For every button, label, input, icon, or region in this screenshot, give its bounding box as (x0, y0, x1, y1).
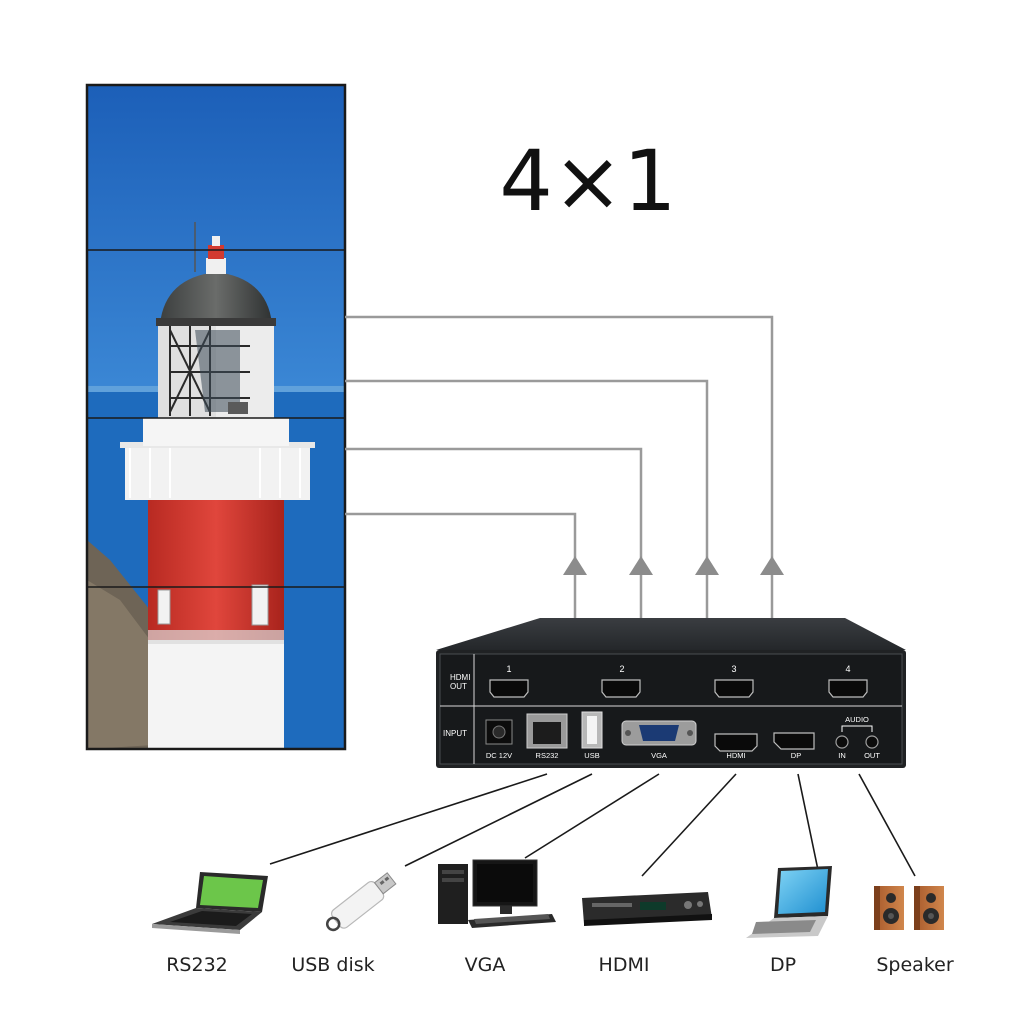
rs232-port-label: RS232 (536, 751, 559, 760)
connector-arrows (563, 556, 784, 575)
controller-top (436, 618, 906, 650)
device-label-vga: VGA (465, 954, 506, 976)
laptop-icon (152, 872, 268, 934)
usb-disk-icon (325, 872, 397, 932)
dp-port[interactable] (773, 732, 815, 750)
hdmi-out-port-4[interactable] (828, 679, 868, 698)
connector-output-1 (345, 512, 577, 618)
speaker-icon (874, 886, 944, 930)
dvd-player-icon (582, 892, 712, 926)
wall-frame (85, 83, 347, 751)
device-label-speaker: Speaker (876, 954, 953, 976)
audio-in-label: IN (838, 751, 846, 760)
line-vga (524, 773, 660, 859)
hdmi-out-port-1[interactable] (489, 679, 529, 698)
vga-port[interactable] (621, 720, 697, 746)
arrow-up-icon (563, 556, 587, 575)
audio-out-jack[interactable] (865, 735, 879, 749)
input-section-label: INPUT (443, 729, 467, 738)
audio-in-jack[interactable] (835, 735, 849, 749)
line-dp (797, 773, 819, 871)
arrow-up-icon (629, 556, 653, 575)
connector-output-4 (345, 315, 774, 618)
layout-title: 4×1 (499, 132, 676, 230)
input-device-lines (269, 773, 916, 877)
output-number-2: 2 (619, 664, 624, 674)
desktop-pc-icon (438, 859, 556, 928)
hdmi-in-port-label: HDMI (726, 751, 745, 760)
line-rs232 (269, 773, 548, 865)
lighthouse-icon (120, 222, 315, 749)
line-hdmi (641, 773, 737, 877)
panel-seams (87, 249, 345, 588)
laptop-icon (746, 866, 832, 938)
usb-port[interactable] (581, 711, 603, 749)
line-speaker (858, 773, 916, 877)
arrow-up-icon (760, 556, 784, 575)
video-wall (85, 83, 347, 751)
output-number-3: 3 (731, 664, 736, 674)
connector-output-2 (345, 447, 643, 618)
hdmi-output-connectors (345, 315, 774, 618)
device-label-rs232: RS232 (166, 954, 228, 976)
dc-power-port[interactable] (485, 719, 513, 745)
output-number-4: 4 (845, 664, 850, 674)
dc-port-label: DC 12V (486, 751, 512, 760)
device-label-dp: DP (770, 954, 796, 976)
audio-out-label: OUT (864, 751, 880, 760)
connector-output-3 (345, 379, 709, 618)
audio-section-label: AUDIO (845, 715, 869, 724)
device-label-usb-disk: USB disk (291, 954, 374, 976)
device-label-hdmi: HDMI (599, 954, 650, 976)
arrow-up-icon (695, 556, 719, 575)
hdmi-in-port[interactable] (714, 733, 758, 752)
hdmi-out-port-2[interactable] (601, 679, 641, 698)
hdmi-out-port-3[interactable] (714, 679, 754, 698)
dp-port-label: DP (791, 751, 801, 760)
output-number-1: 1 (506, 664, 511, 674)
line-usb (404, 773, 593, 867)
rs232-port[interactable] (526, 713, 568, 749)
usb-port-label: USB (584, 751, 599, 760)
vga-port-label: VGA (651, 751, 667, 760)
